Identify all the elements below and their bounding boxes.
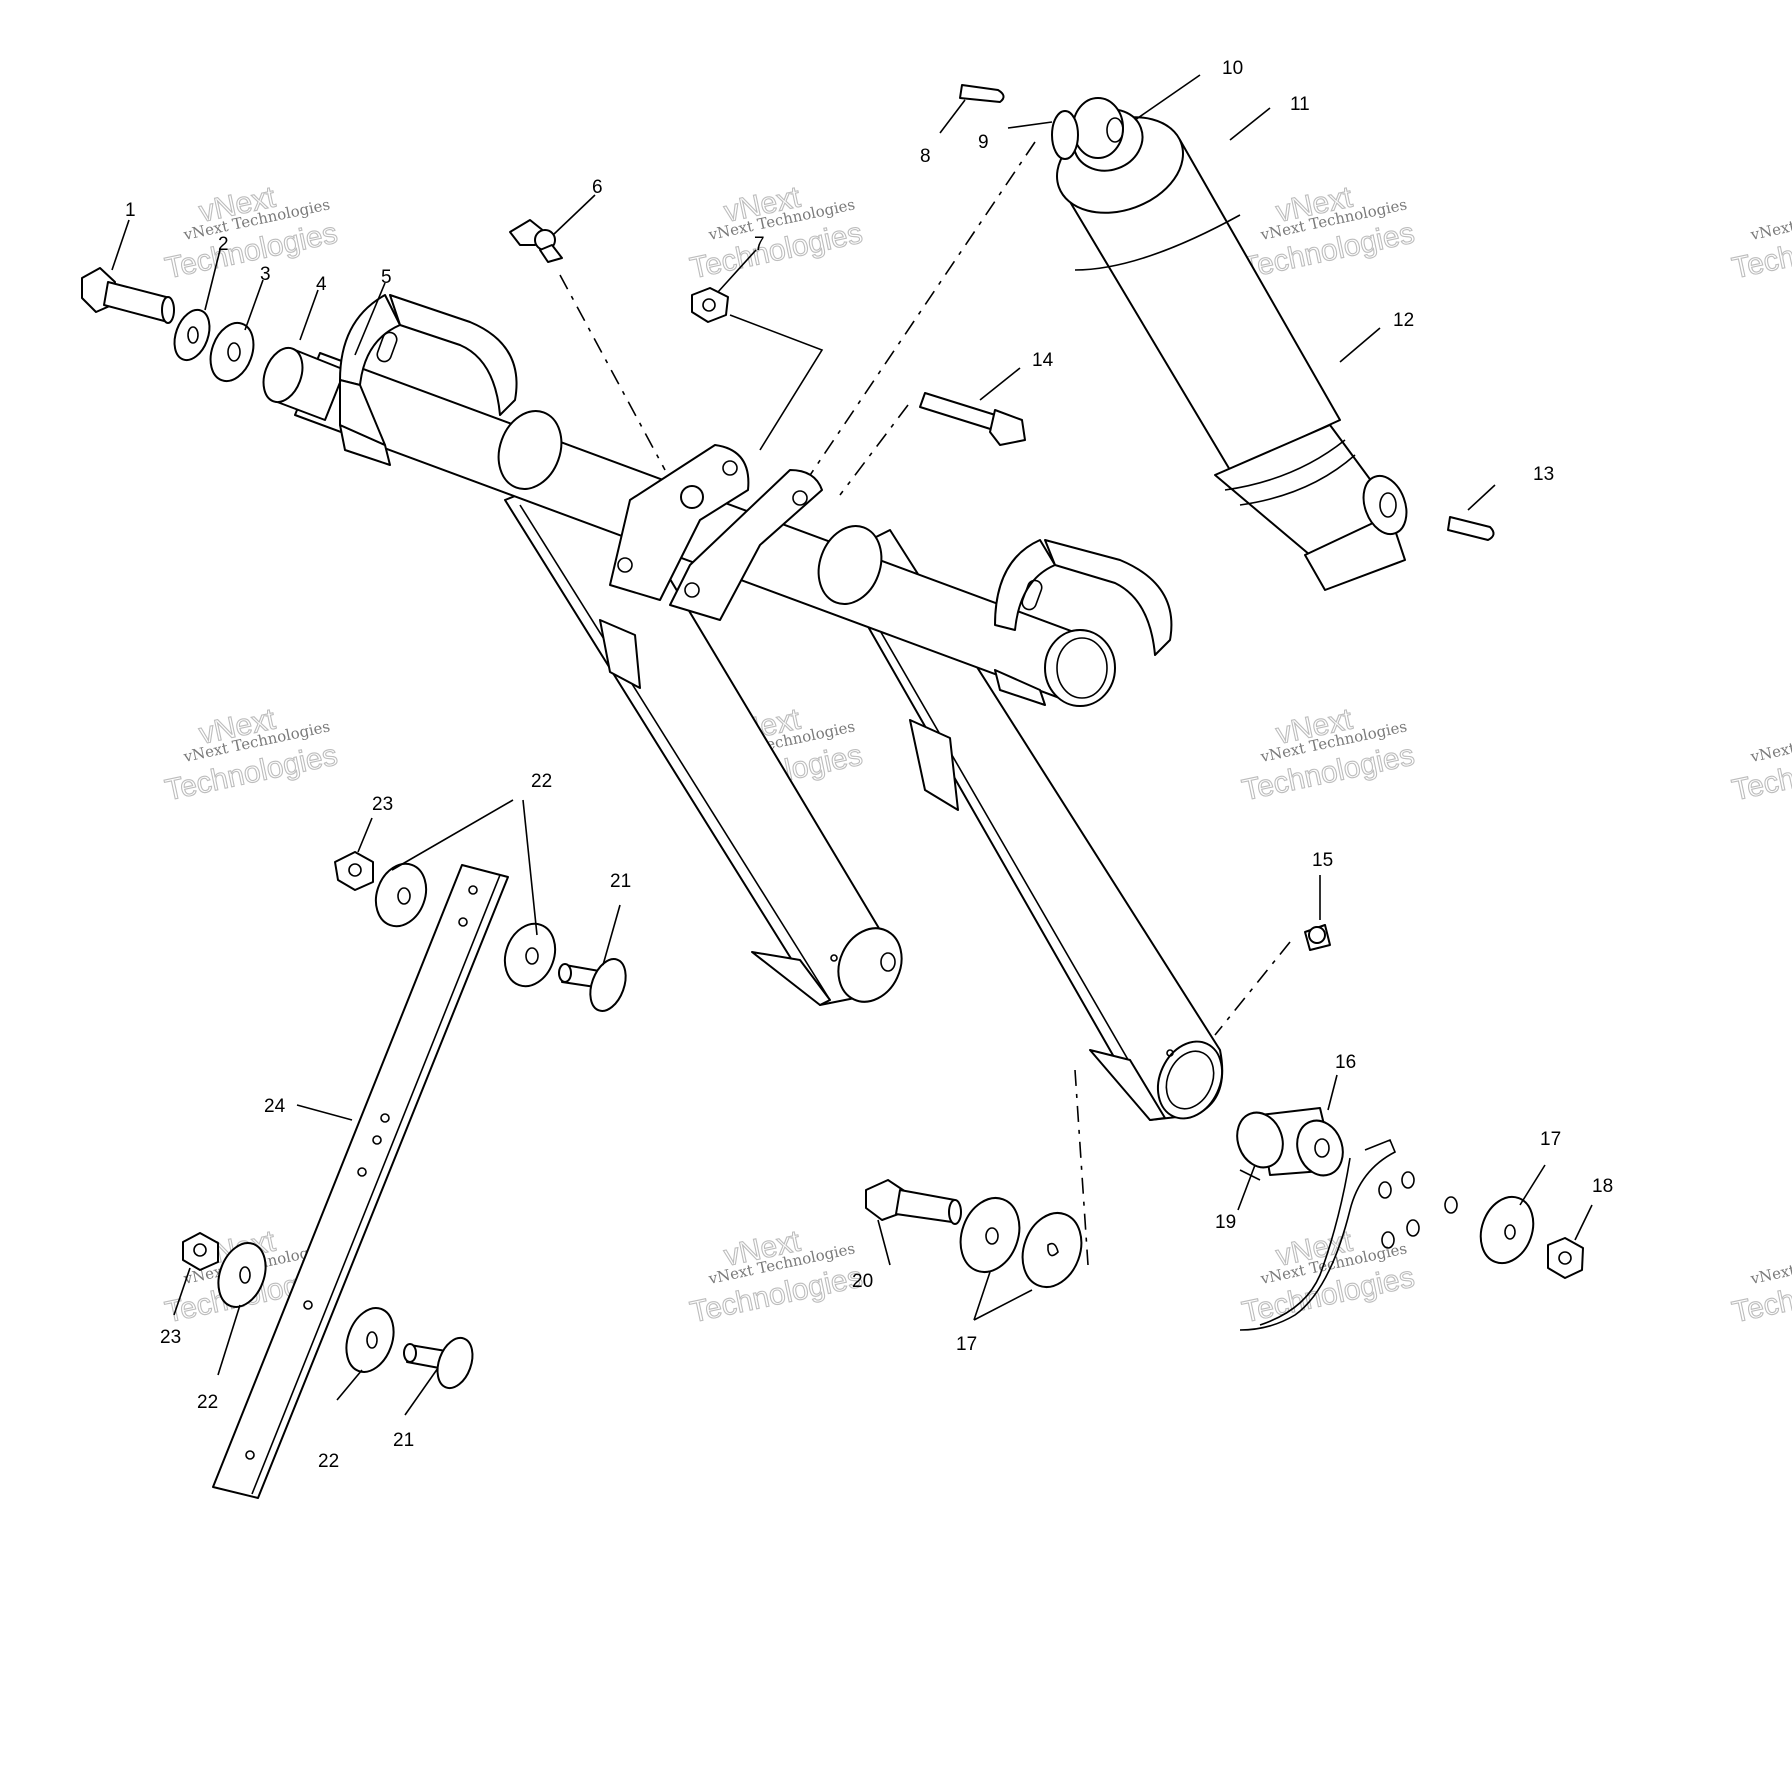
callout-label: 20 xyxy=(852,1271,873,1292)
part-15-grease-fitting xyxy=(1304,924,1331,951)
watermark: vNext Technologies Technologies xyxy=(1729,717,1792,808)
svg-text:vNext Technologies: vNext Technologies xyxy=(1748,717,1792,766)
svg-text:vNext Technologies: vNext Technologies xyxy=(1748,195,1792,244)
part-3-washer xyxy=(209,321,255,383)
part-13-pin xyxy=(1447,516,1495,541)
part-21-pin-upper xyxy=(558,958,627,1012)
part-10-shock-eye xyxy=(1072,97,1144,172)
part-14-bolt xyxy=(919,392,1026,446)
part-17-washer-mid xyxy=(1021,1212,1083,1288)
svg-text:vNext Technologies: vNext Technologies xyxy=(1748,1239,1792,1288)
part-24-strap xyxy=(212,864,509,1499)
watermark: vNext vNext Technologies Technologies xyxy=(687,1224,866,1330)
callout-label: 21 xyxy=(393,1430,414,1451)
part-22-washer-lower-a xyxy=(217,1242,267,1308)
shock-mount-plates xyxy=(609,444,823,621)
callout-label: 22 xyxy=(197,1392,218,1413)
callout-label: 15 xyxy=(1312,850,1333,871)
callout-label: 13 xyxy=(1533,464,1554,485)
callout-label: 2 xyxy=(218,234,229,255)
callout-label: 17 xyxy=(1540,1129,1561,1150)
callout-label: 21 xyxy=(610,871,631,892)
part-9-bushing xyxy=(1051,110,1079,160)
assembly-lines xyxy=(559,141,1291,1266)
arm-hubs xyxy=(497,410,883,605)
part-17-washer-left xyxy=(959,1197,1021,1273)
watermark: vNext vNext Technologies Technologies xyxy=(1239,1224,1418,1330)
part-19-bushing xyxy=(1239,1169,1261,1181)
watermark: vNext vNext Technologies Technologies xyxy=(687,180,866,286)
part-23-nut-upper xyxy=(334,851,374,891)
part-4-bushing xyxy=(262,346,346,421)
callout-label: 11 xyxy=(1290,94,1310,115)
part-21-pin-lower xyxy=(403,1336,474,1390)
callout-label: 5 xyxy=(381,267,392,288)
part-16-spacer xyxy=(1236,1107,1344,1177)
callout-label: 3 xyxy=(260,264,271,285)
part-22-washer-upper-b xyxy=(503,922,557,988)
part-7-nut xyxy=(691,287,729,323)
callout-label: 22 xyxy=(531,771,552,792)
callout-labels: 1 2 3 4 5 6 7 8 9 10 11 12 13 14 15 16 1… xyxy=(125,58,1613,1472)
callout-label: 1 xyxy=(125,200,136,221)
callout-label: 23 xyxy=(160,1327,181,1348)
watermark: vNext vNext Technologies Technologies xyxy=(1239,180,1418,286)
watermark: vNext vNext Technologies Technologies xyxy=(162,180,341,286)
part-22-washer-lower-b xyxy=(345,1307,395,1373)
part-17-washer-right xyxy=(1479,1195,1535,1265)
callout-label: 9 xyxy=(978,132,989,153)
rail-section xyxy=(1239,1138,1458,1331)
watermark: vNext vNext Technologies Technologies xyxy=(1239,702,1418,808)
callout-label: 4 xyxy=(316,274,327,295)
callout-label: 17 xyxy=(956,1334,977,1355)
watermark: vNext vNext Technologies Technologies xyxy=(162,702,341,808)
watermark: vNext Technologies Technologies xyxy=(1729,1239,1792,1330)
callout-label: 16 xyxy=(1335,1052,1356,1073)
callout-label: 19 xyxy=(1215,1212,1236,1233)
part-5-bracket-right xyxy=(994,539,1173,706)
torque-arm-left xyxy=(504,461,903,1006)
part-20-bolt xyxy=(865,1179,962,1225)
part-18-nut xyxy=(1547,1237,1584,1279)
callout-label: 10 xyxy=(1222,58,1243,79)
callout-label: 12 xyxy=(1393,310,1414,331)
callout-label: 14 xyxy=(1032,350,1054,371)
callout-label: 22 xyxy=(318,1451,339,1472)
watermark: vNext Technologies Technologies xyxy=(1729,195,1792,286)
callout-label: 7 xyxy=(754,234,765,255)
part-11-12-shock-absorber xyxy=(1056,116,1408,591)
part-22-washer-upper-a xyxy=(374,862,428,928)
torque-arm-right xyxy=(829,529,1224,1121)
part-1-bolt xyxy=(81,267,175,324)
callout-label: 8 xyxy=(920,146,931,167)
callout-label: 23 xyxy=(372,794,393,815)
leader-lines xyxy=(111,74,1593,1416)
part-23-nut-lower xyxy=(182,1232,219,1271)
part-5-bracket-left xyxy=(339,294,518,466)
callout-label: 24 xyxy=(264,1096,286,1117)
callout-label: 6 xyxy=(592,177,603,198)
callout-label: 18 xyxy=(1592,1176,1613,1197)
part-6-grease-fitting xyxy=(509,219,563,263)
part-2-washer xyxy=(173,308,211,362)
part-8-pin xyxy=(959,84,1005,103)
